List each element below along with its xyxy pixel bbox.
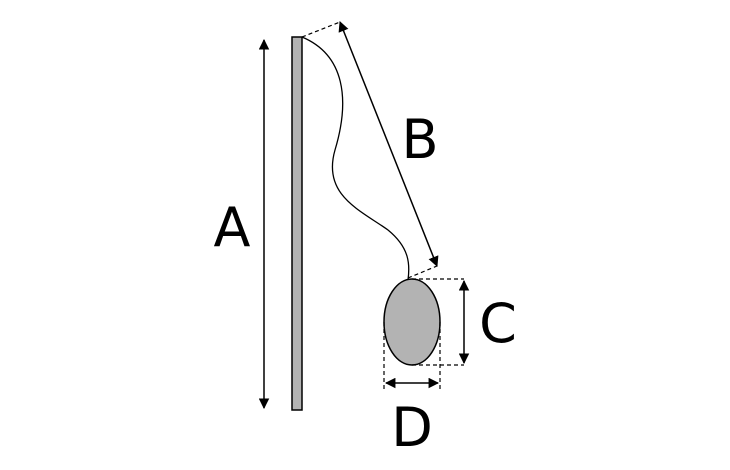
label-d: D xyxy=(391,396,433,459)
gray-oval xyxy=(383,278,441,366)
extension-line-b-bottom xyxy=(407,265,438,279)
label-b: B xyxy=(401,108,438,171)
label-a: A xyxy=(214,196,251,259)
curved-cord xyxy=(301,36,410,281)
extension-line-b-top xyxy=(301,21,341,38)
label-c: C xyxy=(479,292,517,355)
vertical-rod xyxy=(291,36,303,411)
dimension-arrow-b xyxy=(338,21,439,267)
